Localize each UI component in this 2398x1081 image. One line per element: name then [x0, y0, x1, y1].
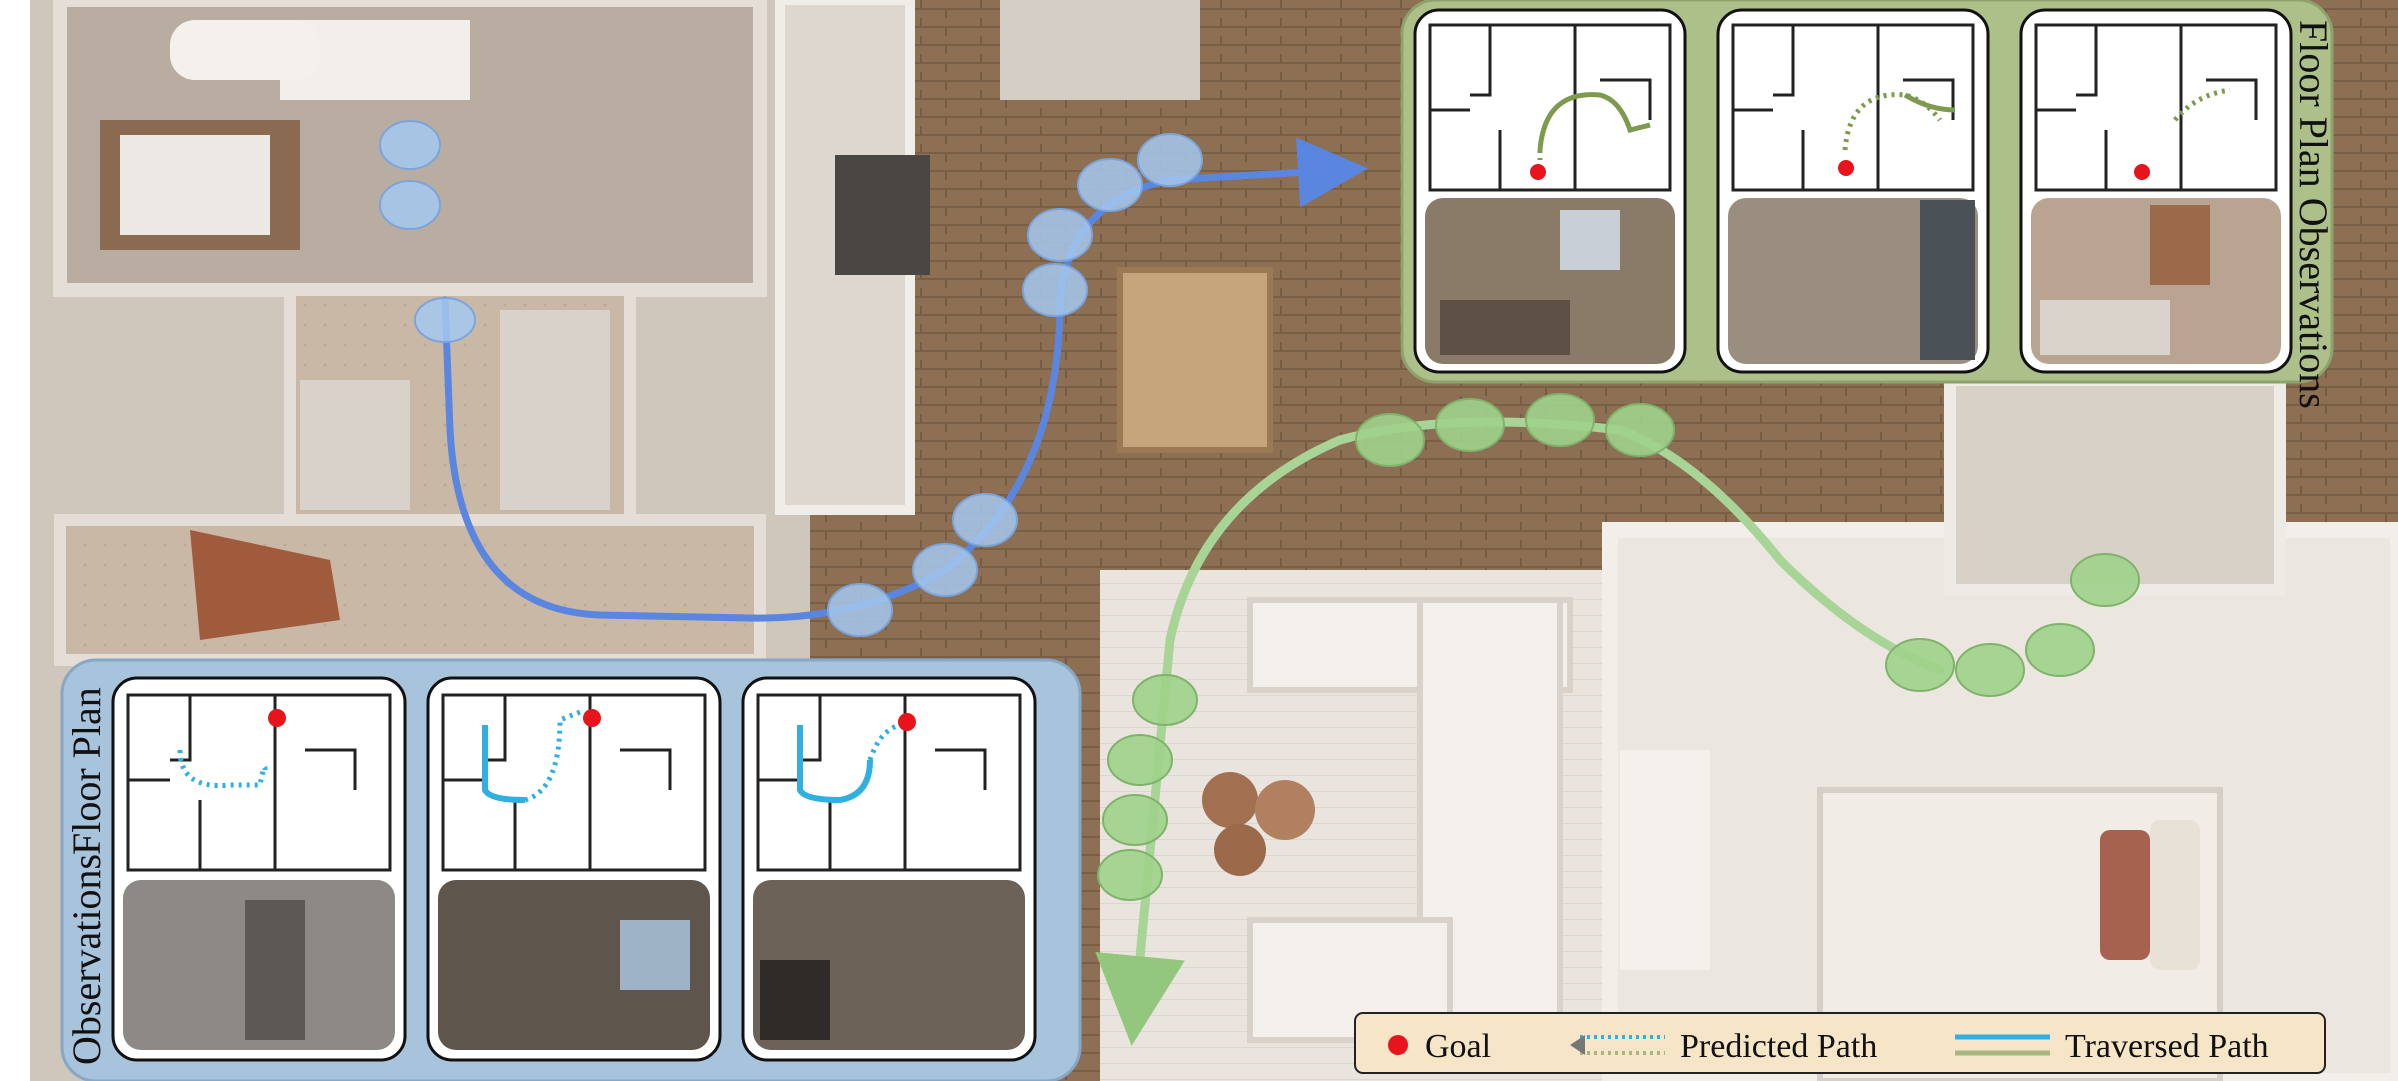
green-robot-pose [1355, 413, 1425, 467]
floor-plan-thumbnail [441, 693, 707, 872]
floor-plan-thumbnail [2034, 23, 2278, 192]
blue-robot-pose [379, 120, 441, 170]
legend: Goal Predicted Path Traversed Path [1354, 1012, 2326, 1074]
blue-panel-label-observations: Observations [64, 854, 109, 1065]
blue-frame-1 [111, 676, 407, 1062]
green-robot-pose [2070, 553, 2140, 607]
blue-panel-label-floor-plan: Floor Plan [64, 687, 109, 855]
blue-robot-pose [827, 583, 893, 637]
dining-table [1117, 267, 1273, 453]
legend-goal-label: Goal [1425, 1028, 1491, 1065]
goal-marker [2134, 164, 2150, 180]
floor-plan-thumbnail [1731, 23, 1975, 192]
goal-marker [1530, 164, 1546, 180]
floor-plan-thumbnail [1428, 23, 1672, 192]
blue-robot-pose [1137, 133, 1203, 187]
stove [835, 155, 930, 275]
green-robot-pose [1435, 398, 1505, 452]
legend-predicted-label: Predicted Path [1680, 1028, 1877, 1065]
green-robot-pose [1132, 674, 1198, 726]
blue-robot-pose [1022, 263, 1088, 317]
green-robot-pose [1955, 643, 2025, 697]
floor-plan-thumbnail [756, 693, 1022, 872]
green-robot-pose [1605, 403, 1675, 457]
rug-left [190, 530, 340, 640]
green-robot-pose [1097, 849, 1163, 901]
goal-marker [1838, 160, 1854, 176]
green-robot-pose [1525, 393, 1595, 447]
blue-frame-2 [426, 676, 722, 1062]
blue-frame-3 [741, 676, 1037, 1062]
floor-plan-thumbnail [126, 693, 392, 872]
goal-marker [898, 713, 916, 731]
green-robot-pose [1885, 638, 1955, 692]
blue-observation-panel: Observations Floor Plan [60, 658, 1082, 1081]
blue-robot-pose [1027, 208, 1093, 262]
blue-robot-pose [1077, 158, 1143, 212]
toilet [170, 20, 320, 80]
goal-marker [268, 709, 286, 727]
blue-robot-pose [379, 180, 441, 230]
blue-robot-pose [952, 493, 1018, 547]
rgb-observation [1728, 198, 1978, 364]
blue-trajectory [379, 120, 1368, 637]
green-frame-2 [1716, 8, 1990, 374]
legend-traversed-label: Traversed Path [2065, 1028, 2269, 1065]
green-frame-3 [2019, 8, 2293, 374]
blue-robot-pose [912, 543, 978, 597]
green-panel-label: Floor Plan Observations [2291, 20, 2336, 409]
green-robot-pose [1107, 734, 1173, 786]
green-robot-pose [1102, 794, 1168, 846]
traversed-path-legend-icon [1955, 1034, 2050, 1056]
green-robot-pose [2025, 623, 2095, 677]
green-frame-1 [1413, 8, 1687, 374]
predicted-path-legend-icon [1570, 1035, 1665, 1055]
green-trajectory [1095, 393, 2140, 1046]
goal-marker [583, 709, 601, 727]
blue-robot-pose [414, 297, 476, 343]
goal-legend-icon [1388, 1035, 1408, 1055]
green-observation-panel: Floor Plan Observations [1400, 0, 2336, 409]
